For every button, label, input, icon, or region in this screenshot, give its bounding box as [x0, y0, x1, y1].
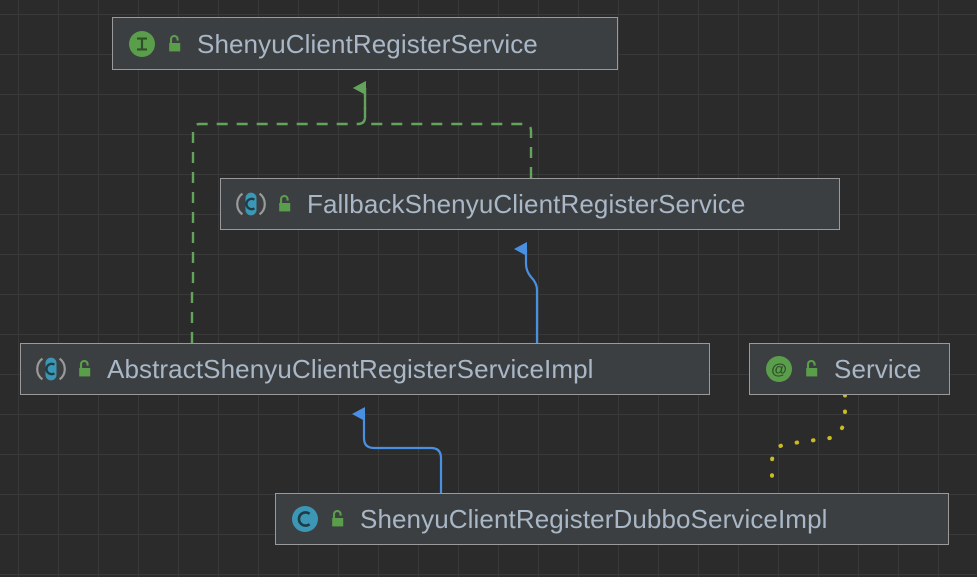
interface-icon — [129, 30, 155, 57]
node-service-annotation[interactable]: @ Service — [749, 343, 950, 395]
node-icons — [290, 504, 348, 534]
node-label: ShenyuClientRegisterDubboServiceImpl — [360, 504, 828, 534]
public-unlocked-icon — [332, 509, 344, 527]
node-abstract-shenyu-client-register-service-impl[interactable]: AbstractShenyuClientRegisterServiceImpl — [20, 343, 710, 395]
node-icons — [127, 29, 185, 59]
node-fallback-shenyu-client-register-service[interactable]: FallbackShenyuClientRegisterService — [220, 178, 840, 230]
public-unlocked-icon — [169, 34, 181, 51]
edge-fallback-implements-interface — [353, 81, 533, 178]
svg-text:@: @ — [771, 362, 787, 379]
edge-dubboimpl-annotated-service — [770, 393, 847, 489]
node-label: FallbackShenyuClientRegisterService — [307, 189, 746, 219]
class-icon — [292, 506, 318, 532]
node-shenyu-client-register-dubbo-service-impl[interactable]: ShenyuClientRegisterDubboServiceImpl — [275, 493, 949, 545]
public-unlocked-icon — [79, 359, 91, 377]
edge-dubboimpl-extends-abstractimpl — [352, 407, 443, 493]
node-label: Service — [834, 354, 922, 384]
node-icons: @ — [764, 354, 822, 384]
node-icons — [235, 189, 295, 219]
abstract-class-icon — [236, 192, 266, 216]
public-unlocked-icon — [279, 194, 291, 212]
annotation-icon: @ — [766, 356, 792, 382]
edge-abstractimpl-extends-fallback — [514, 242, 539, 343]
node-icons — [35, 354, 95, 384]
public-unlocked-icon — [806, 359, 818, 377]
node-shenyu-client-register-service[interactable]: ShenyuClientRegisterService — [112, 17, 618, 70]
node-label: ShenyuClientRegisterService — [197, 28, 538, 59]
node-label: AbstractShenyuClientRegisterServiceImpl — [107, 354, 594, 384]
abstract-class-icon — [36, 357, 66, 381]
